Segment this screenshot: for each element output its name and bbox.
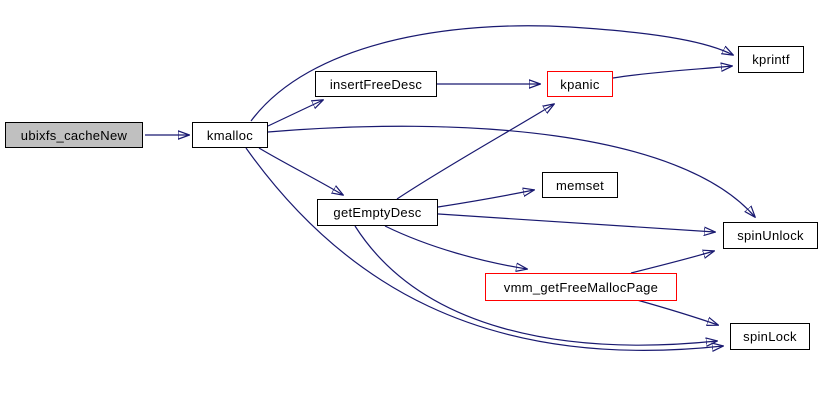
node-ubixfs-cachenew: ubixfs_cacheNew bbox=[5, 122, 143, 148]
edge-vmm-getfreemallocpage-to-spinunlock bbox=[630, 251, 714, 274]
edge-vmm-getfreemallocpage-to-spinlock bbox=[636, 299, 718, 325]
node-insertfreedesc[interactable]: insertFreeDesc bbox=[315, 71, 437, 97]
edge-kpanic-to-kprintf bbox=[612, 66, 732, 79]
node-vmm-getfreemallocpage[interactable]: vmm_getFreeMallocPage bbox=[485, 273, 677, 301]
node-spinlock[interactable]: spinLock bbox=[730, 323, 810, 350]
edge-getemptydesc-to-spinunlock bbox=[437, 213, 715, 232]
edge-kmalloc-to-kprintf bbox=[250, 25, 733, 122]
edge-kmalloc-to-spinunlock bbox=[267, 125, 755, 217]
node-getemptydesc[interactable]: getEmptyDesc bbox=[317, 199, 438, 226]
node-memset[interactable]: memset bbox=[542, 172, 618, 198]
edge-kmalloc-to-insertfreedesc bbox=[267, 100, 323, 127]
edge-getemptydesc-to-memset bbox=[437, 190, 534, 208]
edge-getemptydesc-to-kpanic bbox=[396, 104, 554, 200]
node-kprintf[interactable]: kprintf bbox=[738, 46, 804, 73]
edge-getemptydesc-to-vmm-getfreemallocpage bbox=[384, 225, 527, 269]
node-kpanic[interactable]: kpanic bbox=[547, 71, 613, 97]
edge-kmalloc-to-getemptydesc bbox=[258, 147, 343, 195]
node-kmalloc[interactable]: kmalloc bbox=[192, 122, 268, 148]
edge-getemptydesc-to-spinlock bbox=[354, 225, 717, 345]
edge-kmalloc-to-spinlock bbox=[245, 147, 723, 350]
node-spinunlock[interactable]: spinUnlock bbox=[723, 222, 818, 249]
